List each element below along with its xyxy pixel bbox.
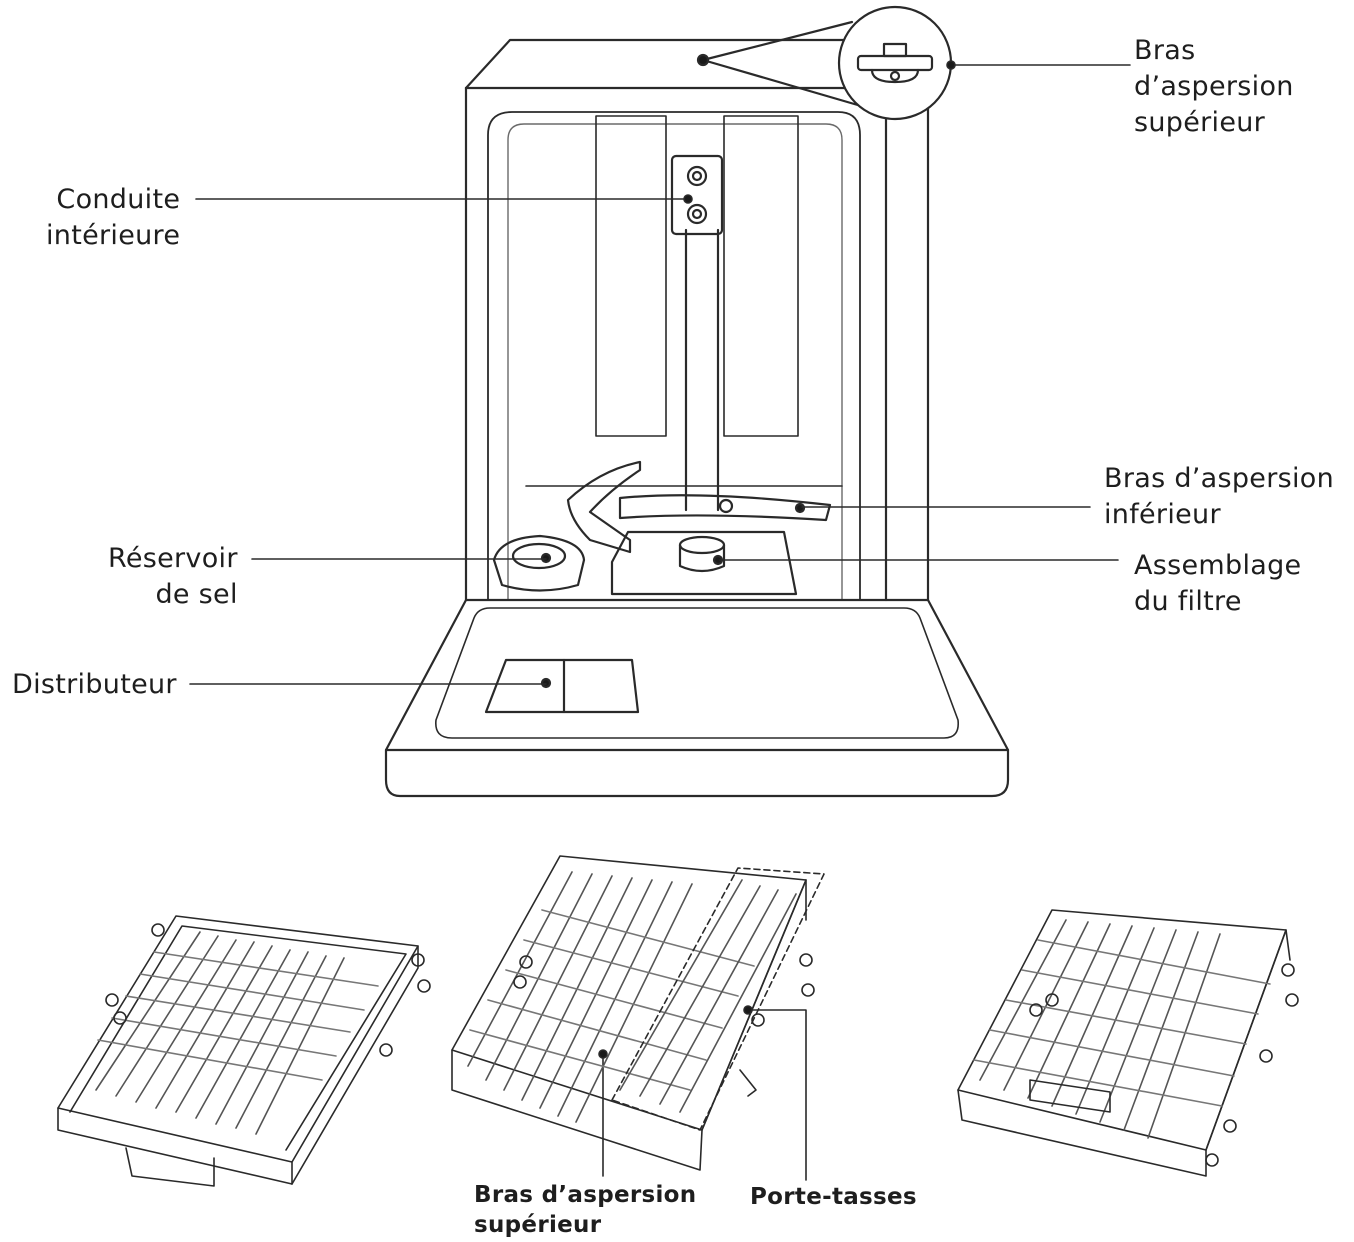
label-filter-assembly: Assemblage du filtre — [1134, 550, 1302, 617]
filter-assembly-part — [610, 530, 798, 596]
label-upper-spray-arm: Bras d’aspersion supérieur — [1134, 35, 1294, 138]
lower-rack — [957, 909, 1299, 1177]
inner-pipe-part — [670, 154, 724, 512]
label-cup-holder: Porte-tasses — [750, 1184, 917, 1210]
label-salt-reservoir: Réservoir de sel — [108, 543, 238, 610]
cutlery-tray — [57, 915, 431, 1187]
label-inner-pipe: Conduite intérieure — [46, 184, 181, 251]
label-dispenser: Distributeur — [12, 669, 177, 700]
upper-arm-magnifier — [696, 5, 953, 121]
upper-rack — [451, 855, 825, 1171]
leader-lines — [189, 60, 1131, 1181]
label-lower-spray-arm: Bras d’aspersion inférieur — [1104, 463, 1335, 530]
salt-reservoir-part — [492, 534, 586, 592]
label-rack-upper-spray-arm: Bras d’aspersion supérieur — [474, 1182, 697, 1238]
lower-spray-arm-part — [566, 460, 832, 554]
door-part — [384, 598, 1010, 798]
